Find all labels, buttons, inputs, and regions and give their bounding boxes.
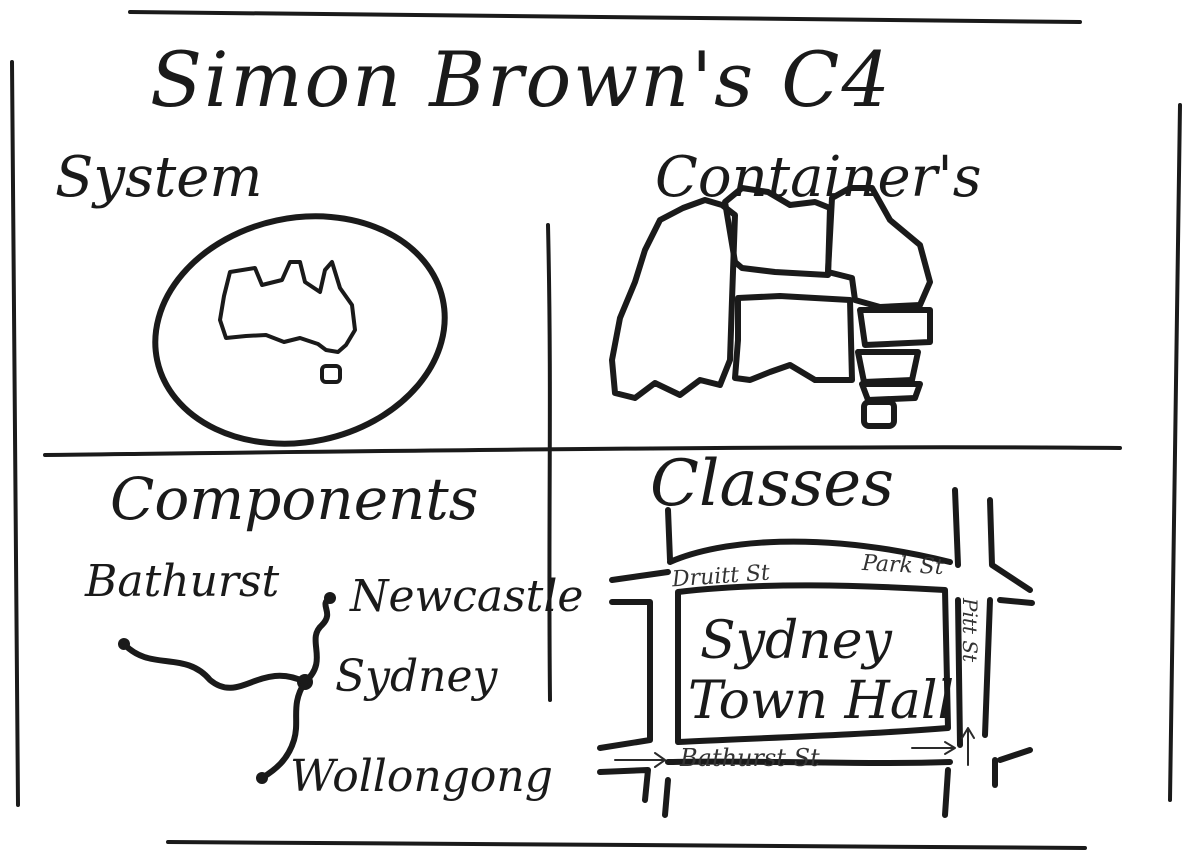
street-line-1 (665, 507, 673, 563)
tasmania-shape-small (320, 364, 342, 384)
bottom-border-line (166, 840, 1087, 850)
street-line-8 (987, 497, 1033, 593)
diagram-title: Simon Brown's C4 (150, 35, 892, 124)
container-queensland (825, 185, 933, 310)
town-hall-block (675, 582, 951, 745)
city-label-bathurst: Bathurst (85, 556, 280, 607)
left-border-line (10, 60, 20, 807)
street-line-6 (942, 767, 951, 818)
quadrant-label-system: System (55, 145, 263, 210)
sydney-wollongong-edge (259, 679, 308, 781)
quadrant-label-containers: Container's (655, 145, 982, 210)
landmark-label-line2: Town Hall (688, 671, 955, 731)
container-western-australia (609, 197, 738, 401)
pitt-street-right-edge (982, 597, 993, 738)
street-label-bathurst: Bathurst St (680, 744, 820, 772)
right-border-line (1168, 103, 1182, 802)
top-border-line (128, 10, 1082, 24)
city-label-sydney: Sydney (335, 651, 498, 702)
horizontal-divider (43, 445, 1122, 457)
quadrant-label-classes: Classes (650, 447, 894, 521)
street-line-5 (662, 777, 671, 818)
street-label-pitt: Pitt St (958, 598, 982, 663)
bathurst-st-arrow-left (614, 752, 666, 768)
pitt-street-left-edge (955, 597, 963, 748)
sydney-newcastle-edge (302, 595, 333, 685)
quadrant-label-components: Components (110, 465, 479, 533)
street-line-4 (597, 767, 651, 803)
city-label-newcastle: Newcastle (350, 571, 584, 622)
container-tasmania (861, 399, 897, 429)
street-line-3 (597, 599, 653, 751)
vertical-divider (546, 223, 552, 702)
city-label-wollongong: Wollongong (290, 751, 553, 802)
street-line-2 (609, 569, 671, 583)
street-line-9 (997, 597, 1035, 606)
street-line-7 (952, 487, 961, 568)
druitt-park-street-top (667, 538, 953, 565)
container-victoria (855, 349, 921, 385)
container-new-south-wales (857, 307, 933, 348)
street-label-park: Park St (861, 550, 945, 581)
container-vic-south (859, 381, 923, 403)
bathurst-sydney-edge (121, 641, 308, 691)
landmark-label-line1: Sydney (700, 611, 892, 671)
pitt-st-arrow-up (961, 727, 975, 766)
container-south-australia (732, 293, 855, 383)
system-boundary-ellipse (152, 213, 448, 447)
bathurst-street-bottom (665, 758, 953, 766)
bathurst-st-arrow-right (911, 741, 956, 755)
street-line-10 (997, 747, 1033, 763)
australia-map-small (218, 260, 357, 354)
